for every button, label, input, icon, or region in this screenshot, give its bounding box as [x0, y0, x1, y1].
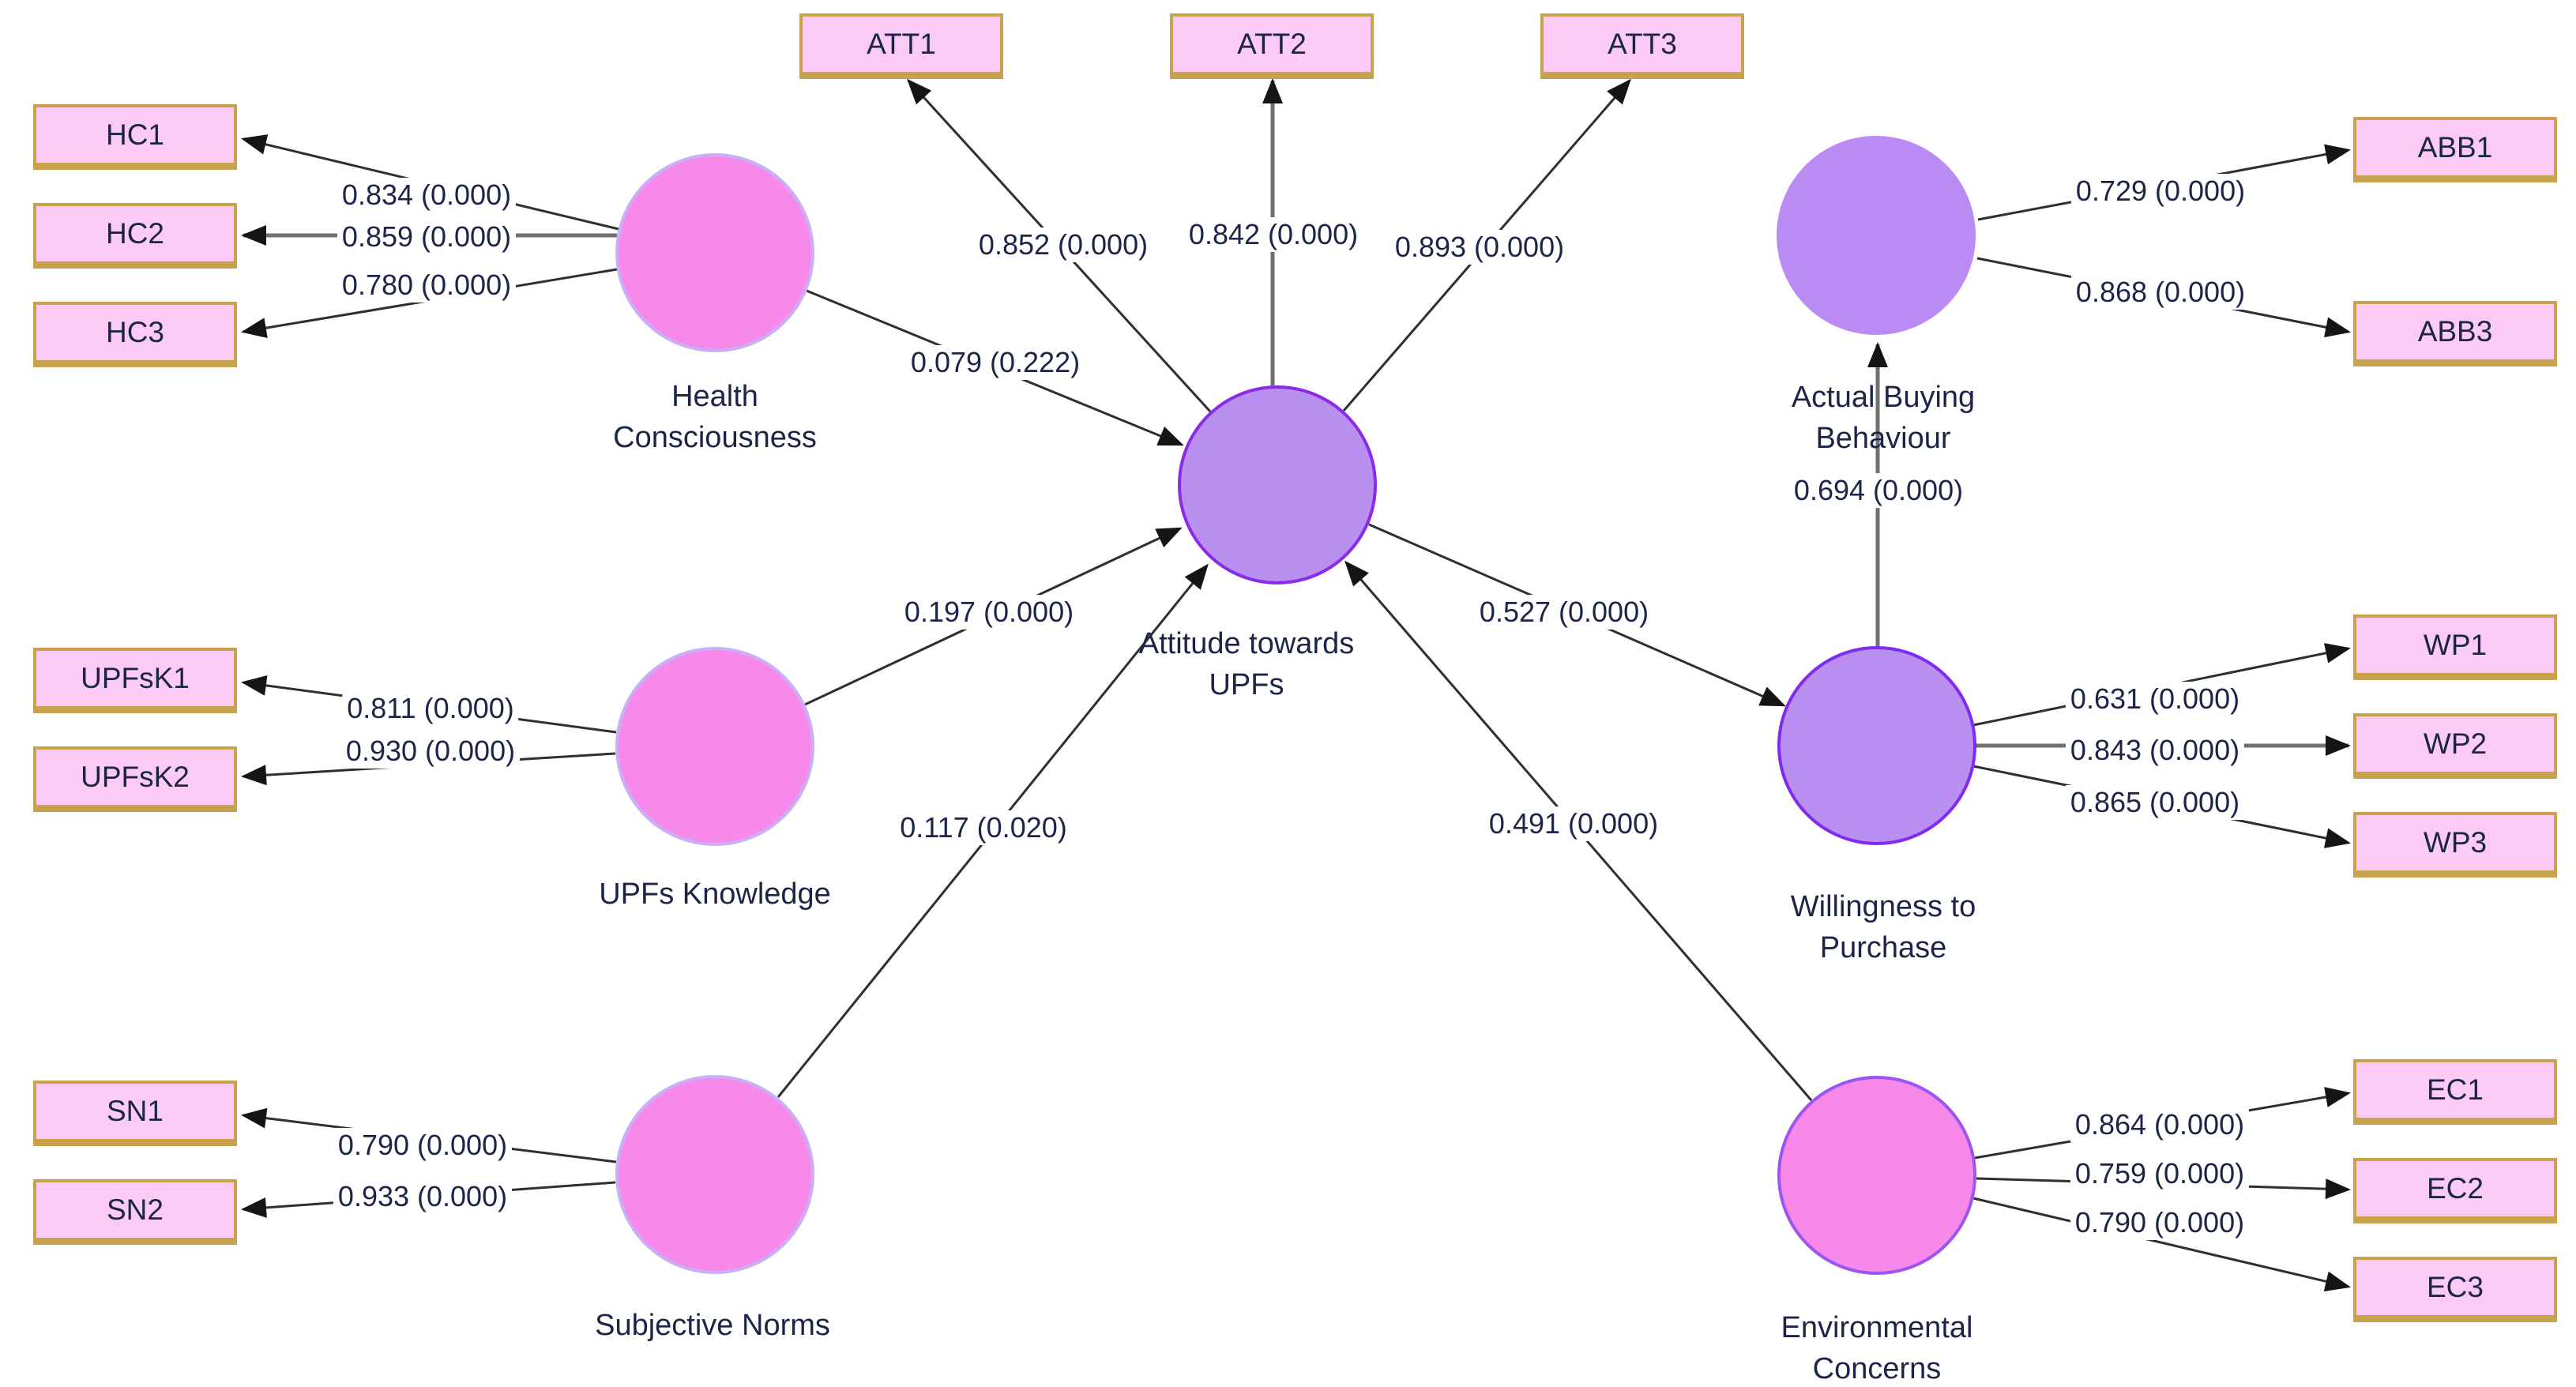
indicator-abb3[interactable]: ABB3: [2353, 301, 2557, 366]
latent-attitude-towards-upfs-label: Attitude towards UPFs: [1139, 623, 1354, 705]
latent-upfs-knowledge-circle[interactable]: [615, 647, 814, 846]
path-coef-ec-att: 0.491 (0.000): [1484, 806, 1664, 841]
path-coef-att-wp: 0.527 (0.000): [1474, 595, 1654, 630]
loading-hc-hc2: 0.859 (0.000): [337, 220, 517, 254]
loading-sn-sn1: 0.790 (0.000): [333, 1128, 513, 1163]
indicator-upfsk2[interactable]: UPFsK2: [33, 746, 237, 812]
indicator-ec2[interactable]: EC2: [2353, 1158, 2557, 1223]
indicator-hc3[interactable]: HC3: [33, 302, 237, 367]
indicator-hc1[interactable]: HC1: [33, 104, 237, 170]
path-coef-hc-att: 0.079 (0.222): [905, 345, 1085, 380]
indicator-sn1[interactable]: SN1: [33, 1081, 237, 1146]
label-line: Purchase: [1819, 931, 1947, 964]
indicator-ec3[interactable]: EC3: [2353, 1257, 2557, 1322]
latent-subjective-norms-label: Subjective Norms: [595, 1305, 830, 1346]
loading-upfk-upfsk2: 0.930 (0.000): [340, 734, 521, 769]
indicator-wp1[interactable]: WP1: [2353, 615, 2557, 680]
label-line: Concerns: [1812, 1352, 1942, 1385]
loading-ec-ec3: 0.790 (0.000): [2070, 1205, 2250, 1240]
label-line: Consciousness: [613, 421, 817, 454]
latent-actual-buying-behaviour-circle[interactable]: [1777, 136, 1976, 335]
latent-willingness-to-purchase-circle[interactable]: [1777, 646, 1976, 845]
label-line: Subjective Norms: [595, 1309, 830, 1342]
label-line: UPFs: [1209, 668, 1284, 701]
indicator-sn2[interactable]: SN2: [33, 1179, 237, 1245]
loading-att-att1: 0.852 (0.000): [973, 227, 1153, 262]
label-line: Attitude towards: [1138, 627, 1355, 660]
path-coef-wp-abb: 0.694 (0.000): [1788, 473, 1969, 508]
loading-wp-wp1: 0.631 (0.000): [2065, 682, 2245, 716]
arrow-ec-ec3[interactable]: [1972, 1197, 2351, 1291]
loading-wp-wp2: 0.843 (0.000): [2065, 733, 2245, 768]
indicator-wp2[interactable]: WP2: [2353, 713, 2557, 779]
indicator-hc2[interactable]: HC2: [33, 203, 237, 269]
label-line: Environmental: [1781, 1311, 1973, 1344]
loading-upfk-upfsk1: 0.811 (0.000): [342, 691, 519, 726]
loading-att-att3: 0.893 (0.000): [1390, 230, 1570, 265]
indicator-att1[interactable]: ATT1: [799, 13, 1003, 79]
indicator-abb1[interactable]: ABB1: [2353, 117, 2557, 182]
path-coef-upfk-att: 0.197 (0.000): [899, 595, 1079, 630]
latent-environmental-concerns-circle[interactable]: [1777, 1076, 1976, 1275]
label-line: Actual Buying: [1791, 381, 1976, 414]
latent-health-consciousness-label: Health Consciousness: [613, 376, 817, 458]
loading-abb-abb1: 0.729 (0.000): [2070, 174, 2251, 209]
loading-ec-ec2: 0.759 (0.000): [2070, 1156, 2250, 1191]
indicator-wp3[interactable]: WP3: [2353, 812, 2557, 878]
latent-health-consciousness-circle[interactable]: [615, 153, 814, 352]
label-line: Behaviour: [1815, 422, 1951, 455]
indicator-ec1[interactable]: EC1: [2353, 1059, 2557, 1125]
latent-subjective-norms-circle[interactable]: [615, 1075, 814, 1274]
loading-hc-hc3: 0.780 (0.000): [337, 268, 517, 303]
loading-wp-wp3: 0.865 (0.000): [2065, 785, 2245, 820]
indicator-att3[interactable]: ATT3: [1540, 13, 1744, 79]
loading-sn-sn2: 0.933 (0.000): [333, 1179, 513, 1214]
latent-upfs-knowledge-label: UPFs Knowledge: [599, 874, 831, 915]
indicator-att2[interactable]: ATT2: [1170, 13, 1374, 79]
indicator-upfsk1[interactable]: UPFsK1: [33, 648, 237, 713]
label-line: UPFs Knowledge: [599, 878, 831, 911]
loading-abb-abb3: 0.868 (0.000): [2070, 275, 2251, 310]
path-coef-sn-att: 0.117 (0.020): [895, 810, 1072, 845]
loading-hc-hc1: 0.834 (0.000): [337, 178, 517, 212]
latent-actual-buying-behaviour-label: Actual Buying Behaviour: [1792, 377, 1975, 459]
loading-att-att2: 0.842 (0.000): [1183, 217, 1363, 252]
latent-attitude-towards-upfs-circle[interactable]: [1178, 385, 1377, 584]
latent-environmental-concerns-label: Environmental Concerns: [1781, 1307, 1973, 1387]
label-line: Willingness to: [1790, 890, 1976, 923]
latent-willingness-to-purchase-label: Willingness to Purchase: [1791, 886, 1976, 968]
label-line: Health: [671, 380, 758, 413]
loading-ec-ec1: 0.864 (0.000): [2070, 1107, 2250, 1142]
